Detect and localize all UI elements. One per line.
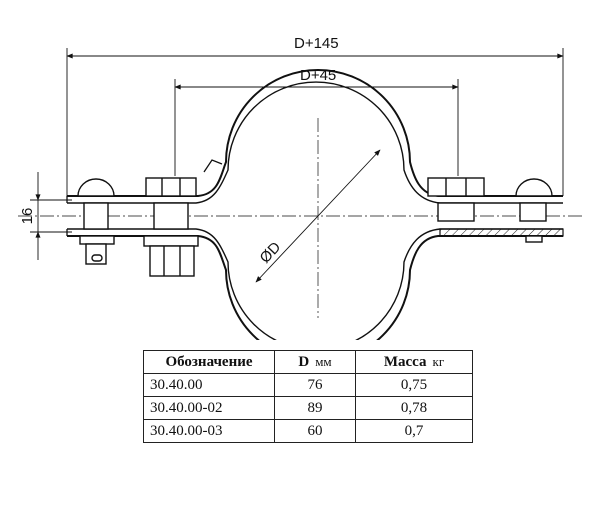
clamp-drawing: D+145 D+45 16 ØD bbox=[18, 35, 585, 340]
dim-inner-label: D+45 bbox=[300, 67, 336, 84]
dim-height-label: 16 bbox=[19, 208, 36, 225]
lower-clamp-band bbox=[67, 235, 563, 340]
cell-code: 30.40.00 bbox=[143, 373, 275, 397]
left-screw-head bbox=[77, 178, 115, 197]
cell-d: 76 bbox=[274, 373, 356, 397]
dim-overall-label: D+145 bbox=[294, 35, 339, 52]
hatched-flange bbox=[439, 228, 564, 237]
table-row: 30.40.00-02 89 0,78 bbox=[143, 396, 473, 420]
cell-mass: 0,7 bbox=[355, 419, 473, 443]
upper-clamp-band bbox=[67, 69, 563, 197]
cell-d: 60 bbox=[274, 419, 356, 443]
cell-code: 30.40.00-03 bbox=[143, 419, 275, 443]
cell-code: 30.40.00-02 bbox=[143, 396, 275, 420]
cell-mass: 0,78 bbox=[355, 396, 473, 420]
header-designation: Обозначение bbox=[143, 350, 275, 374]
right-hex-nut-top bbox=[427, 177, 485, 197]
dim-diameter-label: ØD bbox=[256, 239, 284, 267]
right-screw-head bbox=[515, 178, 553, 197]
diameter-line bbox=[255, 149, 381, 283]
table-row: 30.40.00 76 0,75 bbox=[143, 373, 473, 397]
table-row: 30.40.00-03 60 0,7 bbox=[143, 419, 473, 443]
cell-mass: 0,75 bbox=[355, 373, 473, 397]
left-hex-nut-top bbox=[145, 177, 197, 197]
cell-d: 89 bbox=[274, 396, 356, 420]
left-hex-nut-bottom bbox=[143, 235, 199, 247]
